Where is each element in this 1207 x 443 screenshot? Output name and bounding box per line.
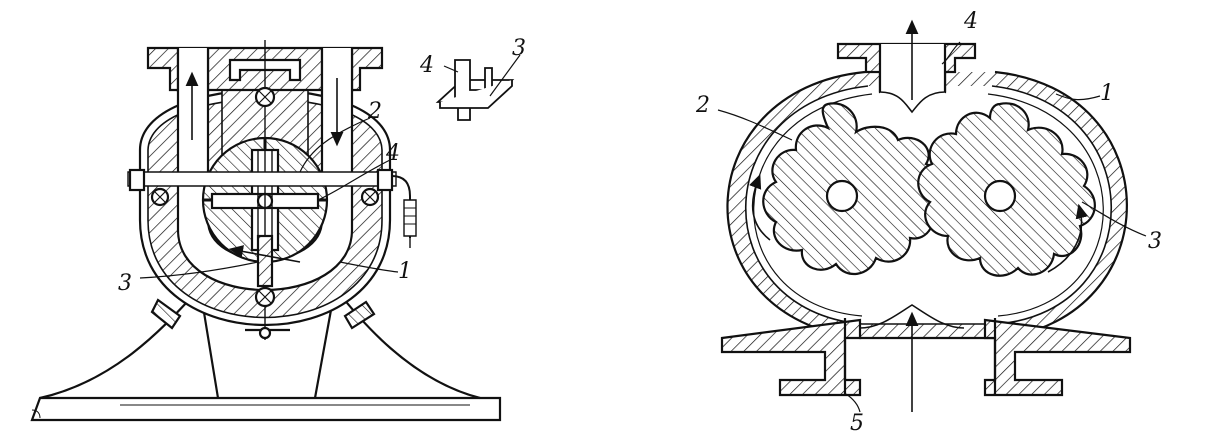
left-lobe-rotor [762,102,943,275]
label-3-right: 3 [1148,229,1162,254]
label-4-right: 4 [963,9,978,34]
left-vane-pump: 2 4 3 1 4 3 [30,36,526,422]
flow-arrows-left [185,71,344,263]
label-4-left: 4 [385,141,400,166]
vane-inset [435,54,521,121]
label-5-right: 5 [850,411,864,436]
rotation-arrows [749,174,1089,273]
label-4-inset: 4 [419,53,434,78]
label-2-left: 2 [367,99,382,124]
shaft [254,40,276,340]
leader-lines-left [139,117,399,279]
right-lobe-rotor [917,102,1096,277]
label-2-right: 2 [695,93,710,118]
outlet-port [836,19,977,114]
leader-lines-right [717,41,1147,413]
label-3-inset: 3 [512,36,526,61]
right-labels: 2 1 4 3 5 [695,9,1162,436]
right-lobe-pump: 2 1 4 3 5 [695,9,1162,436]
label-1-left: 1 [398,259,412,284]
label-3-left: 3 [118,271,132,296]
side-bolts [127,168,417,248]
left-labels: 2 4 3 1 4 3 [118,36,526,296]
label-1-right: 1 [1100,81,1114,106]
inlet-port [720,304,1132,412]
